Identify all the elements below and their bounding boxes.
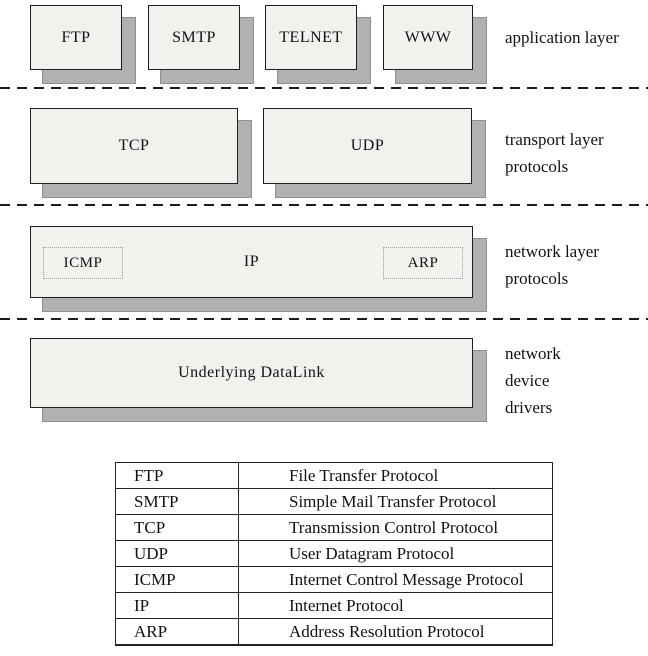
protocol-box-telnet: TELNET <box>265 5 357 70</box>
legend-meaning: Transmission Control Protocol <box>238 514 553 541</box>
legend-abbr: IP <box>115 592 239 619</box>
legend-row-smtp: SMTP Simple Mail Transfer Protocol <box>115 488 553 515</box>
layer-label-line: protocols <box>505 157 569 176</box>
legend-abbr: ARP <box>115 618 239 646</box>
legend-row-icmp: ICMP Internet Control Message Protocol <box>115 566 553 593</box>
legend-table: FTP File Transfer Protocol SMTP Simple M… <box>115 462 553 646</box>
layer-label-line: transport layer <box>505 130 604 149</box>
protocol-box-udp: UDP <box>263 108 472 184</box>
protocol-box-www: WWW <box>383 5 473 70</box>
layer-separator-2 <box>0 204 648 206</box>
layer-label-line: protocols <box>505 269 569 288</box>
protocol-box-ftp: FTP <box>30 5 122 70</box>
protocol-box-tcp: TCP <box>30 108 238 184</box>
legend-row-ftp: FTP File Transfer Protocol <box>115 462 553 489</box>
layer-label-network: network layer protocols <box>505 238 599 292</box>
protocol-box-icmp: ICMP <box>43 247 123 279</box>
layer-label-line: application layer <box>505 28 619 47</box>
protocol-box-smtp: SMTP <box>148 5 240 70</box>
layer-label-line: drivers <box>505 398 553 417</box>
legend-meaning: Internet Protocol <box>238 592 553 619</box>
ip-label: IP <box>243 253 260 270</box>
legend-meaning: User Datagram Protocol <box>238 540 553 567</box>
layer-separator-3 <box>0 318 648 320</box>
layer-label-device-drivers: network device drivers <box>505 340 561 421</box>
layer-separator-1 <box>0 87 648 89</box>
layer-label-line: network <box>505 344 561 363</box>
legend-abbr: FTP <box>115 462 239 489</box>
legend-abbr: UDP <box>115 540 239 567</box>
layer-label-line: network layer <box>505 242 599 261</box>
protocol-box-arp: ARP <box>383 247 463 279</box>
legend-abbr: TCP <box>115 514 239 541</box>
legend-row-udp: UDP User Datagram Protocol <box>115 540 553 567</box>
legend-abbr: SMTP <box>115 488 239 515</box>
legend-row-tcp: TCP Transmission Control Protocol <box>115 514 553 541</box>
layer-label-transport: transport layer protocols <box>505 126 604 180</box>
legend-meaning: Address Resolution Protocol <box>238 618 553 646</box>
legend-abbr: ICMP <box>115 566 239 593</box>
legend-row-arp: ARP Address Resolution Protocol <box>115 618 553 646</box>
layer-label-application: application layer <box>505 24 619 51</box>
legend-row-ip: IP Internet Protocol <box>115 592 553 619</box>
legend-meaning: File Transfer Protocol <box>238 462 553 489</box>
legend-meaning: Internet Control Message Protocol <box>238 566 553 593</box>
protocol-box-datalink: Underlying DataLink <box>30 338 473 408</box>
protocol-box-ip: IP ICMP ARP <box>30 226 473 298</box>
legend-meaning: Simple Mail Transfer Protocol <box>238 488 553 515</box>
layer-label-line: device <box>505 371 550 390</box>
